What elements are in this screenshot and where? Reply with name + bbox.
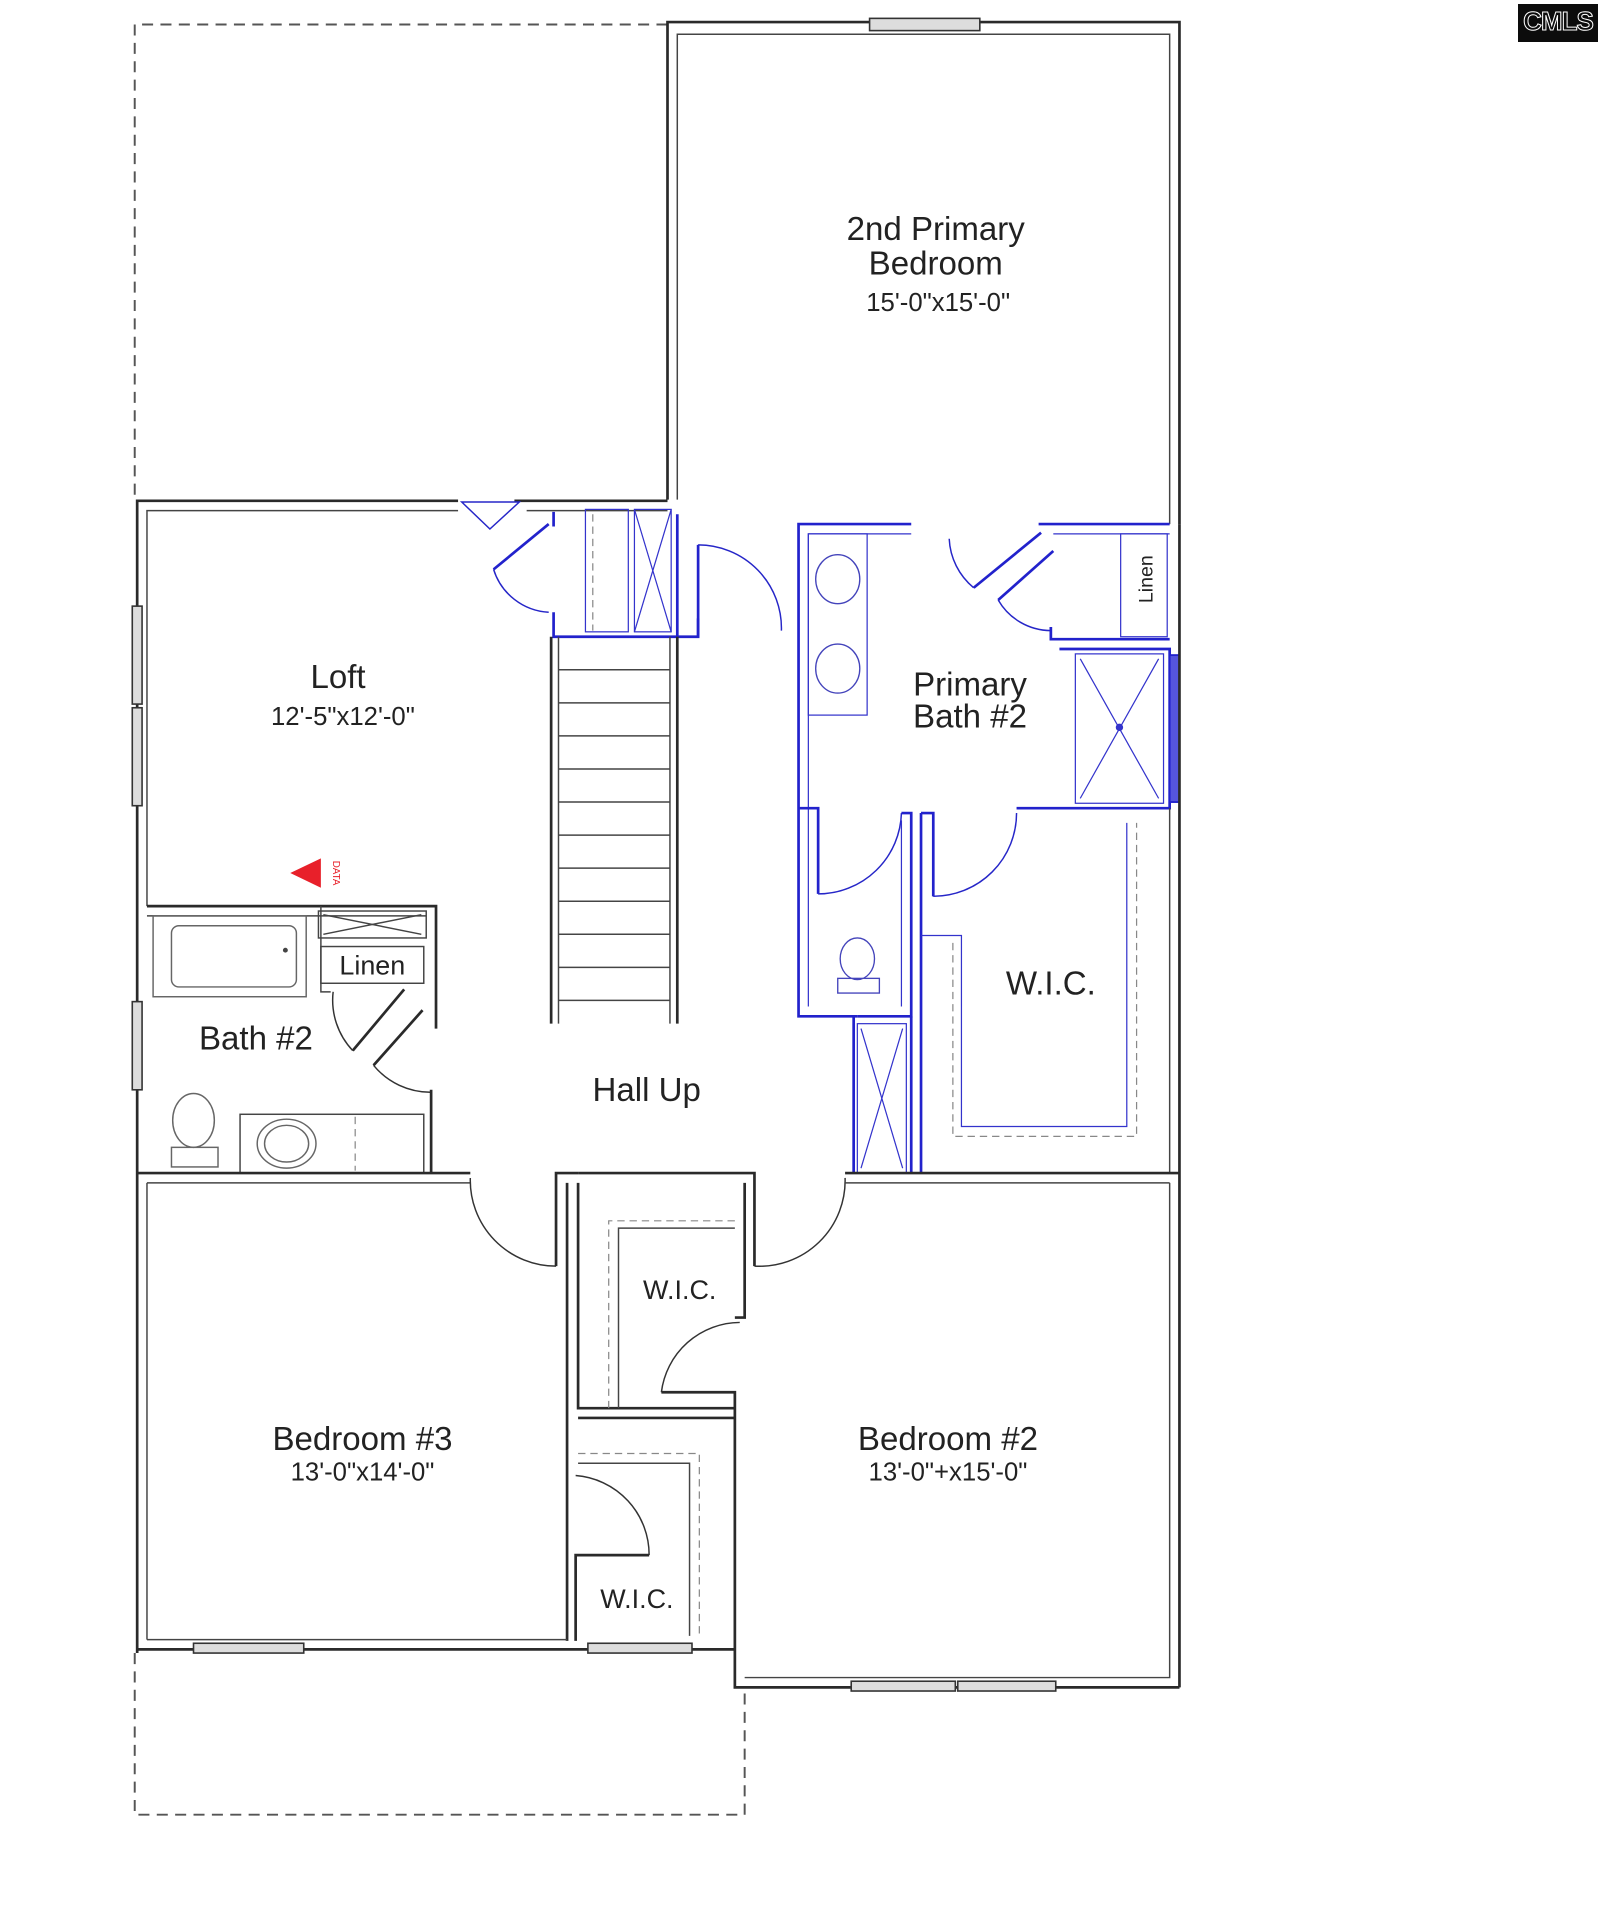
window-bath: [131, 1000, 143, 1091]
primary-bath-walls: [797, 522, 1181, 1174]
stair-closets: [459, 501, 783, 639]
cmls-logo: CMLS: [1518, 4, 1598, 42]
window-wic-3: [587, 1642, 693, 1654]
label-loft-dims: 12'-5"x12'-0": [271, 703, 415, 731]
cmls-logo-text: CMLS: [1523, 6, 1595, 37]
label-bath-2: Bath #2: [199, 1020, 313, 1057]
label-primary-bath-line1: Primary: [913, 667, 1027, 704]
window-bedroom-3: [192, 1642, 305, 1654]
window-loft-1: [131, 605, 143, 705]
window-bedroom-2-a: [850, 1680, 957, 1692]
label-primary-wic: W.I.C.: [1006, 965, 1096, 1002]
label-linen-primary: Linen: [1136, 555, 1158, 603]
dashed-outline-bottom: [133, 1653, 746, 1816]
data-marker: DATA: [290, 858, 341, 888]
stair-treads: [558, 669, 670, 1002]
dashed-outline-top: [133, 23, 668, 503]
bottom-walls: [137, 1182, 1171, 1692]
label-linen-bath-2: Linen: [339, 951, 405, 981]
staircase: [549, 636, 679, 1024]
label-hall: Hall Up: [592, 1072, 700, 1109]
label-bedroom-2: Bedroom #2: [858, 1421, 1038, 1458]
label-bedroom-3-dims: 13'-0"x14'-0": [291, 1458, 435, 1486]
label-bedroom-2-dims: 13'-0"+x15'-0": [869, 1458, 1028, 1486]
label-wic-bedroom-2: W.I.C.: [643, 1275, 716, 1305]
label-2nd-primary-line1: 2nd Primary: [847, 211, 1026, 248]
label-2nd-primary-line2: Bedroom: [869, 245, 1003, 282]
primary-bedroom-walls: [666, 17, 1181, 525]
loft-walls: [131, 499, 668, 1654]
window-bedroom-2-b: [956, 1680, 1057, 1692]
window-loft-2: [131, 706, 143, 807]
label-primary-bath-line2: Bath #2: [913, 698, 1027, 735]
bedroom-divider-walls: [137, 1171, 1180, 1689]
window-top: [868, 17, 981, 32]
primary-wic: [919, 524, 1181, 1688]
svg-text:DATA: DATA: [330, 861, 341, 886]
label-loft: Loft: [310, 659, 365, 696]
label-2nd-primary-dims: 15'-0"x15'-0": [866, 289, 1010, 317]
room-labels: 2nd Primary Bedroom 15'-0"x15'-0" Loft 1…: [199, 211, 1158, 1614]
label-wic-bedroom-3: W.I.C.: [600, 1584, 673, 1614]
label-bedroom-3: Bedroom #3: [272, 1421, 452, 1458]
